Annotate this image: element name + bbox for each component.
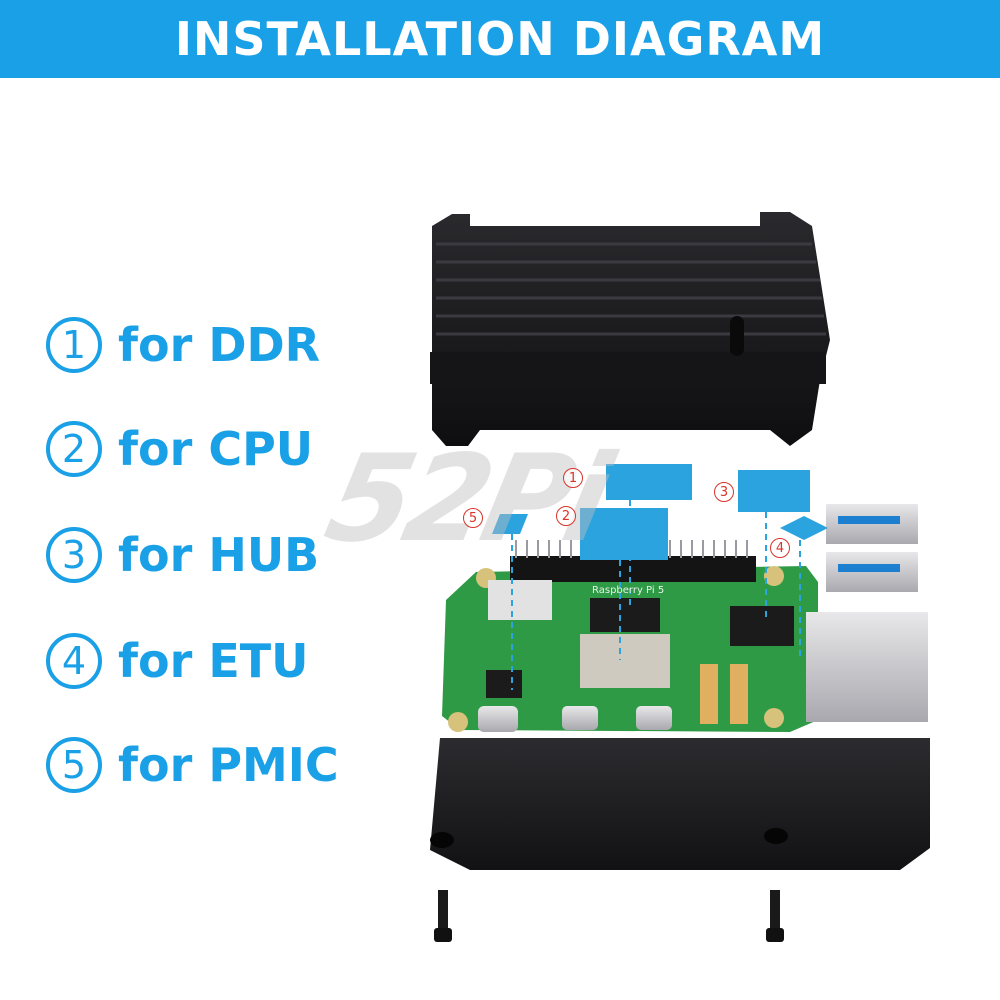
legend-label: for ETU xyxy=(118,634,309,688)
heatsink-case-icon xyxy=(430,212,830,446)
page-title: INSTALLATION DIAGRAM xyxy=(174,12,826,66)
thermal-pad-pmic xyxy=(492,514,528,534)
legend-label: for CPU xyxy=(118,422,314,476)
legend-label: for PMIC xyxy=(118,738,339,792)
header-banner: INSTALLATION DIAGRAM xyxy=(0,0,1000,78)
screw-icon xyxy=(766,890,784,942)
thermal-pad-etu xyxy=(780,516,828,540)
raspberry-pi-board-icon xyxy=(442,504,928,732)
legend-item-ddr: 1 for DDR xyxy=(46,310,320,380)
callout-3: 3 xyxy=(714,482,734,502)
ethernet-port xyxy=(806,612,928,722)
callout-4: 4 xyxy=(770,538,790,558)
legend-item-hub: 3 for HUB xyxy=(46,520,319,590)
cpu-chip xyxy=(580,634,670,688)
base-plate-icon xyxy=(430,738,930,870)
callout-1: 1 xyxy=(563,468,583,488)
thermal-pad-cpu xyxy=(580,508,668,560)
legend-item-pmic: 5 for PMIC xyxy=(46,730,339,800)
legend-number: 4 xyxy=(46,633,102,689)
micro-hdmi-port xyxy=(636,706,672,730)
board-name-label: Raspberry Pi 5 xyxy=(592,585,665,596)
thermal-pad-ddr xyxy=(606,464,692,500)
legend-number: 2 xyxy=(46,421,102,477)
ddr-chip xyxy=(590,598,660,632)
legend-item-cpu: 2 for CPU xyxy=(46,414,313,484)
thermal-pads xyxy=(492,464,828,560)
legend-number: 3 xyxy=(46,527,102,583)
usb-c-port xyxy=(478,706,518,732)
pmic-chip xyxy=(488,580,552,620)
callout-2: 2 xyxy=(556,506,576,526)
legend-number: 5 xyxy=(46,737,102,793)
alignment-guides xyxy=(511,500,801,690)
thermal-pad-hub xyxy=(738,470,810,512)
legend-label: for HUB xyxy=(118,528,320,582)
hub-chip xyxy=(730,606,794,646)
screw-icon xyxy=(434,890,452,942)
micro-hdmi-port xyxy=(562,706,598,730)
legend-number: 1 xyxy=(46,317,102,373)
legend-item-etu: 4 for ETU xyxy=(46,626,308,696)
callout-5: 5 xyxy=(463,508,483,528)
legend-label: for DDR xyxy=(118,318,321,372)
